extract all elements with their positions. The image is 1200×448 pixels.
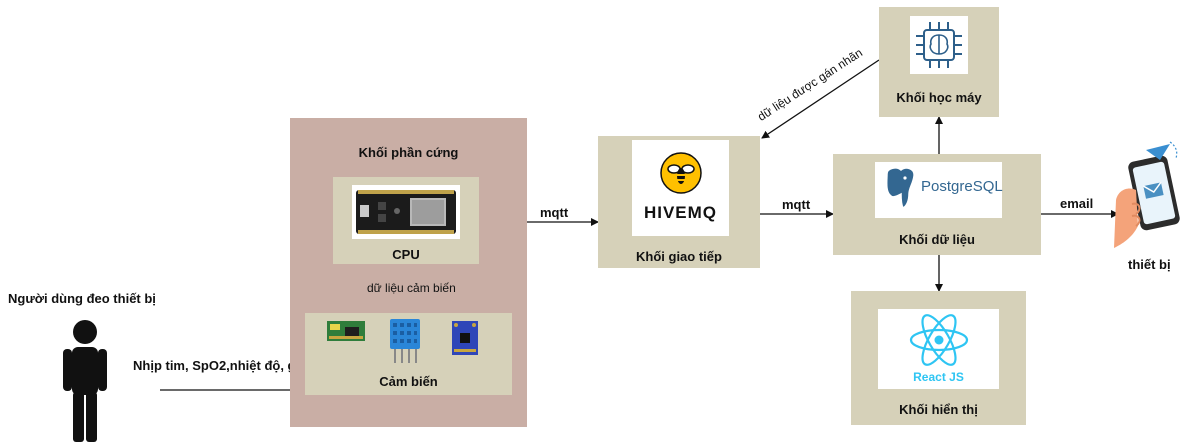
person-icon — [63, 320, 107, 442]
display-title: Khối hiển thị — [899, 402, 978, 417]
postgres-logo: PostgreSQL — [875, 162, 1003, 218]
dht-sensor-icon — [390, 319, 420, 363]
mqtt-label-2: mqtt — [782, 197, 811, 212]
mqtt-label-1: mqtt — [540, 205, 569, 220]
email-label: email — [1060, 196, 1094, 211]
ml-icon-frame — [910, 16, 968, 74]
accelerometer-sensor-icon — [452, 321, 478, 355]
communication-title: Khối giao tiếp — [636, 249, 722, 264]
react-logo: React JS — [878, 309, 999, 389]
cpu-image-frame — [352, 185, 460, 239]
ml-title: Khối học máy — [896, 90, 982, 105]
hivemq-logo: HIVEMQ — [632, 140, 729, 236]
hardware-title: Khối phần cứng — [358, 145, 459, 160]
bee-icon — [660, 152, 702, 194]
react-atom-icon — [909, 314, 969, 366]
device-title: thiết bị — [1128, 257, 1171, 272]
cpu-label: CPU — [392, 247, 420, 262]
arrow-ml-to-comm — [761, 59, 880, 139]
user-title: Người dùng đeo thiết bị — [8, 291, 156, 306]
pulse-sensor-icon — [327, 321, 365, 341]
ai-chip-icon — [916, 22, 962, 68]
sensor-label: Cảm biến — [379, 374, 438, 389]
hivemq-wordmark: HIVEMQ — [643, 203, 718, 222]
postgres-wordmark: PostgreSQL — [921, 178, 1003, 195]
react-wordmark: React JS — [913, 370, 964, 384]
phone-notification-icon — [1114, 141, 1180, 248]
esp32-board-icon — [356, 190, 456, 234]
elephant-icon — [885, 167, 915, 210]
data-title: Khối dữ liệu — [899, 232, 975, 247]
user-signals-label: Nhịp tim, SpO2,nhiệt độ, gia tốc — [133, 358, 330, 373]
sensor-data-label: dữ liệu cảm biến — [367, 281, 456, 295]
